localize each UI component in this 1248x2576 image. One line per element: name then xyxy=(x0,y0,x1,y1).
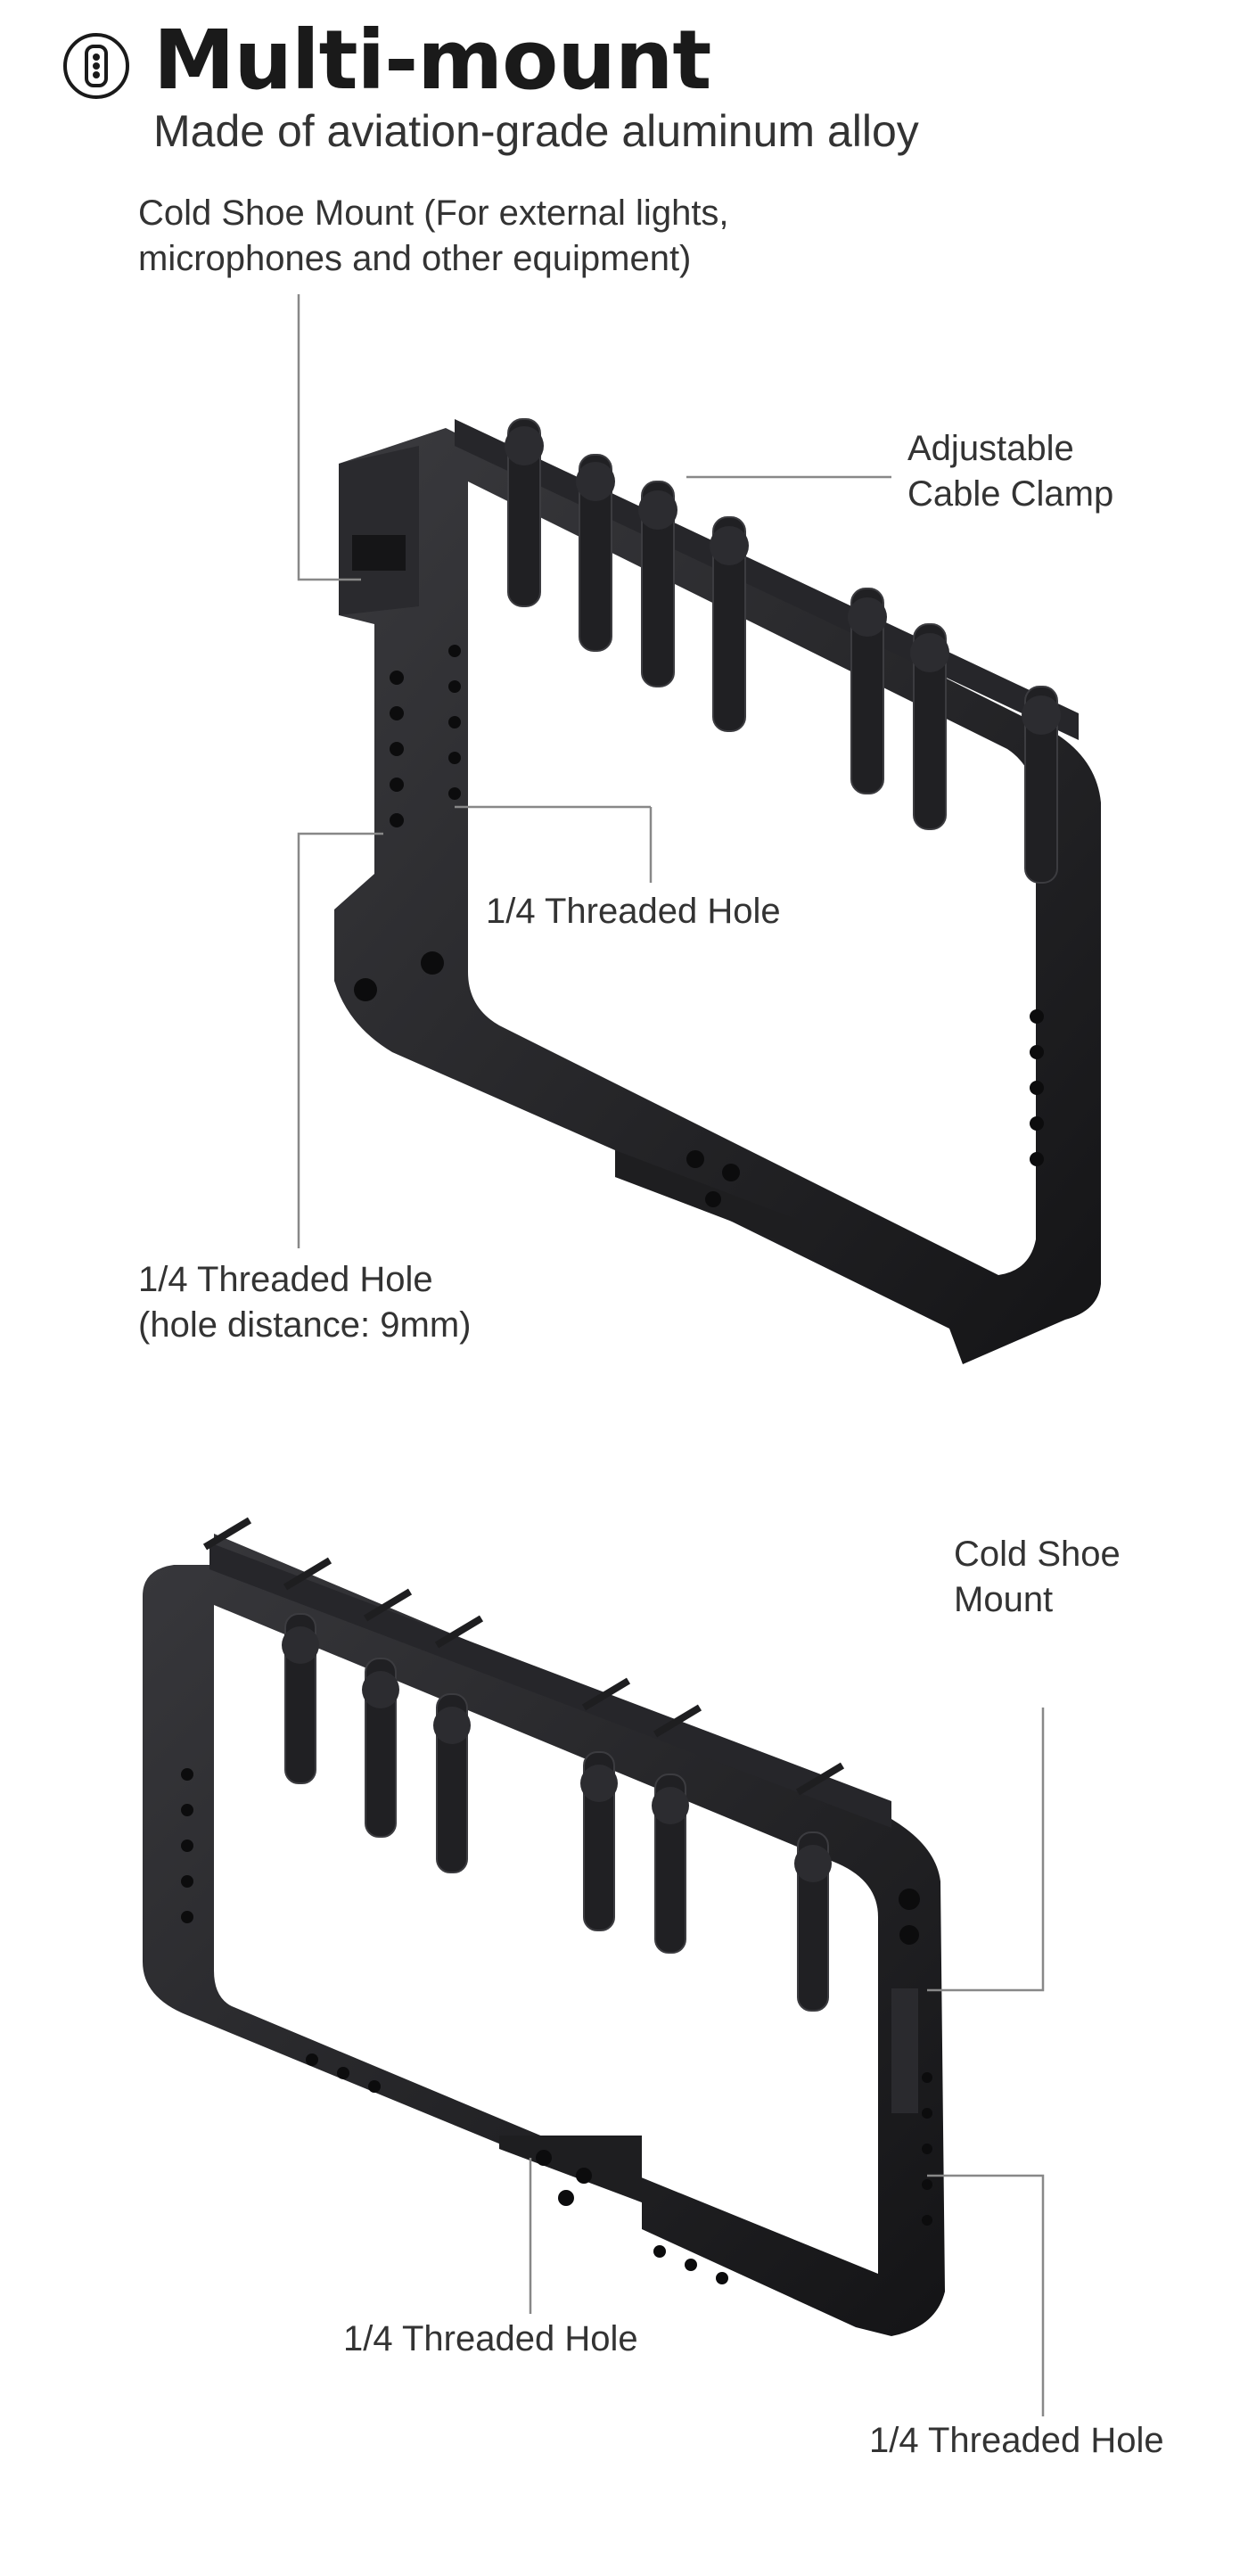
cold-shoe-line1: Cold Shoe Mount (For external lights, xyxy=(138,193,729,233)
cold-shoe-line2: microphones and other equipment) xyxy=(138,239,692,279)
bottom-threaded-hole-label: 1/4 Threaded Hole xyxy=(343,2319,638,2358)
side-threaded-hole-line1: 1/4 Threaded Hole xyxy=(138,1260,433,1299)
bottom-cold-shoe-label: Cold Shoe Mount xyxy=(954,1532,1121,1623)
side-threaded-hole-label: 1/4 Threaded Hole (hole distance: 9mm) xyxy=(138,1257,471,1348)
side-threaded-hole-bottom-label: 1/4 Threaded Hole xyxy=(869,2421,1164,2460)
cable-clamp-line2: Cable Clamp xyxy=(907,474,1114,514)
page-subtitle: Made of aviation-grade aluminum alloy xyxy=(153,106,919,156)
top-mount-illustration xyxy=(297,294,1101,1364)
side-threaded-hole-line2: (hole distance: 9mm) xyxy=(138,1305,472,1346)
cold-shoe-mount-label: Cold Shoe Mount (For external lights, mi… xyxy=(138,191,729,282)
inner-threaded-hole-label: 1/4 Threaded Hole xyxy=(486,892,781,931)
cable-clamp-label: Adjustable Cable Clamp xyxy=(907,426,1113,517)
multi-mount-icon xyxy=(62,32,130,100)
bottom-cold-shoe-line2: Mount xyxy=(954,1580,1054,1620)
bottom-cold-shoe-line1: Cold Shoe xyxy=(954,1535,1121,1574)
page-title: Multi-mount xyxy=(153,12,711,108)
cable-clamp-line1: Adjustable xyxy=(907,429,1074,468)
